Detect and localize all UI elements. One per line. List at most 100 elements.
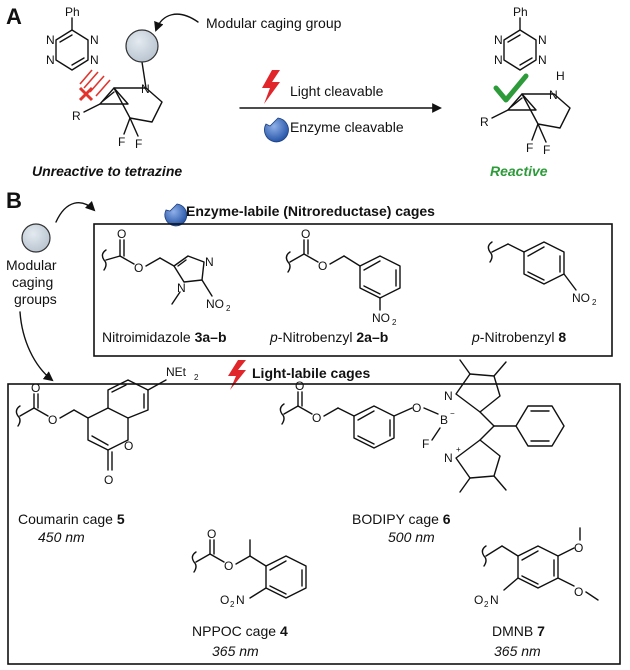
- p-nitrobenzyl-ether-structure: NO 2: [487, 241, 597, 307]
- svg-text:N: N: [90, 53, 99, 67]
- uncaged-scaffold: N H R F F: [480, 69, 571, 157]
- svg-text:O: O: [318, 259, 327, 273]
- svg-text:2: 2: [592, 298, 597, 307]
- svg-text:H: H: [556, 69, 565, 83]
- svg-text:R: R: [480, 115, 489, 129]
- curved-arrow-cage: [154, 13, 199, 32]
- enzyme-icon: [264, 117, 289, 143]
- bodipy-label: BODIPY cage 6: [352, 511, 451, 527]
- enzyme-icon-b: [164, 203, 188, 227]
- svg-text:O: O: [312, 411, 321, 425]
- svg-text:+: +: [456, 445, 461, 454]
- svg-text:N: N: [444, 389, 453, 403]
- svg-text:2: 2: [230, 600, 235, 609]
- light-header: Light-labile cages: [252, 365, 370, 381]
- coumarin-label: Coumarin cage 5: [18, 511, 125, 527]
- p-nitrobenzyl-2-label: p-Nitrobenzyl 2a–b: [269, 329, 388, 345]
- svg-text:N: N: [46, 53, 55, 67]
- p-nitrobenzyl-ester-structure: O O NO 2: [285, 227, 401, 327]
- svg-text:O: O: [295, 379, 304, 393]
- svg-text:R: R: [72, 109, 81, 123]
- dmnb-structure: O O O 2 N: [474, 527, 599, 609]
- enzyme-header: Enzyme-labile (Nitroreductase) cages: [186, 203, 435, 219]
- svg-text:F: F: [422, 437, 429, 451]
- svg-text:O: O: [412, 401, 421, 415]
- light-cleavable-label: Light cleavable: [290, 83, 384, 99]
- svg-text:O: O: [301, 227, 310, 241]
- svg-text:N: N: [494, 33, 503, 47]
- bodipy-structure: O O O B − F N N +: [279, 359, 565, 493]
- blocked-reaction-mark: [78, 69, 111, 102]
- caging-group-circle: [125, 29, 159, 63]
- svg-text:N: N: [549, 88, 558, 102]
- panel-label-b: B: [6, 188, 22, 213]
- enzyme-cleavable-label: Enzyme cleavable: [290, 119, 404, 135]
- svg-text:N: N: [490, 593, 499, 607]
- lightning-icon: [262, 70, 280, 104]
- modular-cage-circle-b: [21, 223, 51, 253]
- nppoc-label: NPPOC cage 4: [192, 623, 288, 639]
- svg-text:F: F: [543, 143, 550, 157]
- coumarin-structure: O O NEt 2 O O: [15, 365, 199, 487]
- nppoc-structure: O O O 2 N: [191, 527, 307, 609]
- svg-text:O: O: [124, 439, 133, 453]
- svg-text:2: 2: [392, 318, 397, 327]
- coumarin-wavelength: 450 nm: [38, 529, 85, 545]
- svg-text:N: N: [90, 33, 99, 47]
- reactive-label: Reactive: [490, 163, 548, 179]
- p-nitrobenzyl-8-label: p-Nitrobenzyl 8: [471, 329, 566, 345]
- svg-text:N: N: [444, 451, 453, 465]
- svg-text:O: O: [134, 261, 143, 275]
- svg-text:N: N: [538, 53, 547, 67]
- panel-label-a: A: [6, 4, 22, 29]
- tetrazine-left: Ph N N N N: [46, 5, 99, 71]
- svg-text:NEt: NEt: [166, 365, 187, 379]
- svg-text:N: N: [46, 33, 55, 47]
- nppoc-wavelength: 365 nm: [212, 643, 259, 659]
- svg-text:N: N: [538, 33, 547, 47]
- lightning-icon-b: [228, 360, 246, 390]
- svg-text:O: O: [224, 559, 233, 573]
- modular-caging-group-label: Modular caging group: [206, 15, 342, 31]
- tetrazine-right: Ph N N N N: [494, 5, 547, 71]
- svg-text:N: N: [236, 593, 245, 607]
- svg-text:NO: NO: [372, 311, 390, 325]
- svg-text:2: 2: [226, 304, 231, 313]
- svg-text:O: O: [474, 593, 483, 607]
- nitroimidazole-structure: O O N N NO 2: [101, 227, 231, 313]
- arrow-to-light-box: [19, 311, 54, 382]
- light-box: [7, 383, 621, 665]
- svg-text:Ph: Ph: [65, 5, 80, 19]
- modular-label-2: caging: [12, 274, 53, 290]
- svg-text:O: O: [207, 527, 216, 541]
- svg-text:O: O: [117, 227, 126, 241]
- bodipy-wavelength: 500 nm: [388, 529, 435, 545]
- svg-text:O: O: [220, 593, 229, 607]
- svg-text:Ph: Ph: [513, 5, 528, 19]
- dmnb-wavelength: 365 nm: [494, 643, 541, 659]
- svg-text:F: F: [526, 141, 533, 155]
- svg-text:−: −: [450, 409, 455, 418]
- svg-text:O: O: [48, 413, 57, 427]
- arrow-to-enzyme-box: [55, 200, 96, 223]
- caged-scaffold: N R F F: [72, 61, 163, 151]
- svg-text:N: N: [141, 82, 150, 96]
- svg-text:O: O: [574, 541, 583, 555]
- svg-text:N: N: [177, 281, 186, 295]
- svg-text:B: B: [440, 413, 448, 427]
- svg-text:F: F: [135, 137, 142, 151]
- svg-text:N: N: [494, 53, 503, 67]
- svg-text:N: N: [205, 255, 214, 269]
- modular-label-3: groups: [14, 291, 57, 307]
- checkmark-icon: [493, 73, 529, 103]
- svg-text:2: 2: [194, 373, 199, 382]
- enzyme-box: [93, 223, 613, 357]
- svg-text:O: O: [574, 585, 583, 599]
- dmnb-label: DMNB 7: [492, 623, 545, 639]
- unreactive-label: Unreactive to tetrazine: [32, 163, 182, 179]
- svg-text:2: 2: [484, 600, 489, 609]
- svg-text:F: F: [118, 135, 125, 149]
- svg-text:O: O: [104, 473, 113, 487]
- svg-text:O: O: [31, 381, 40, 395]
